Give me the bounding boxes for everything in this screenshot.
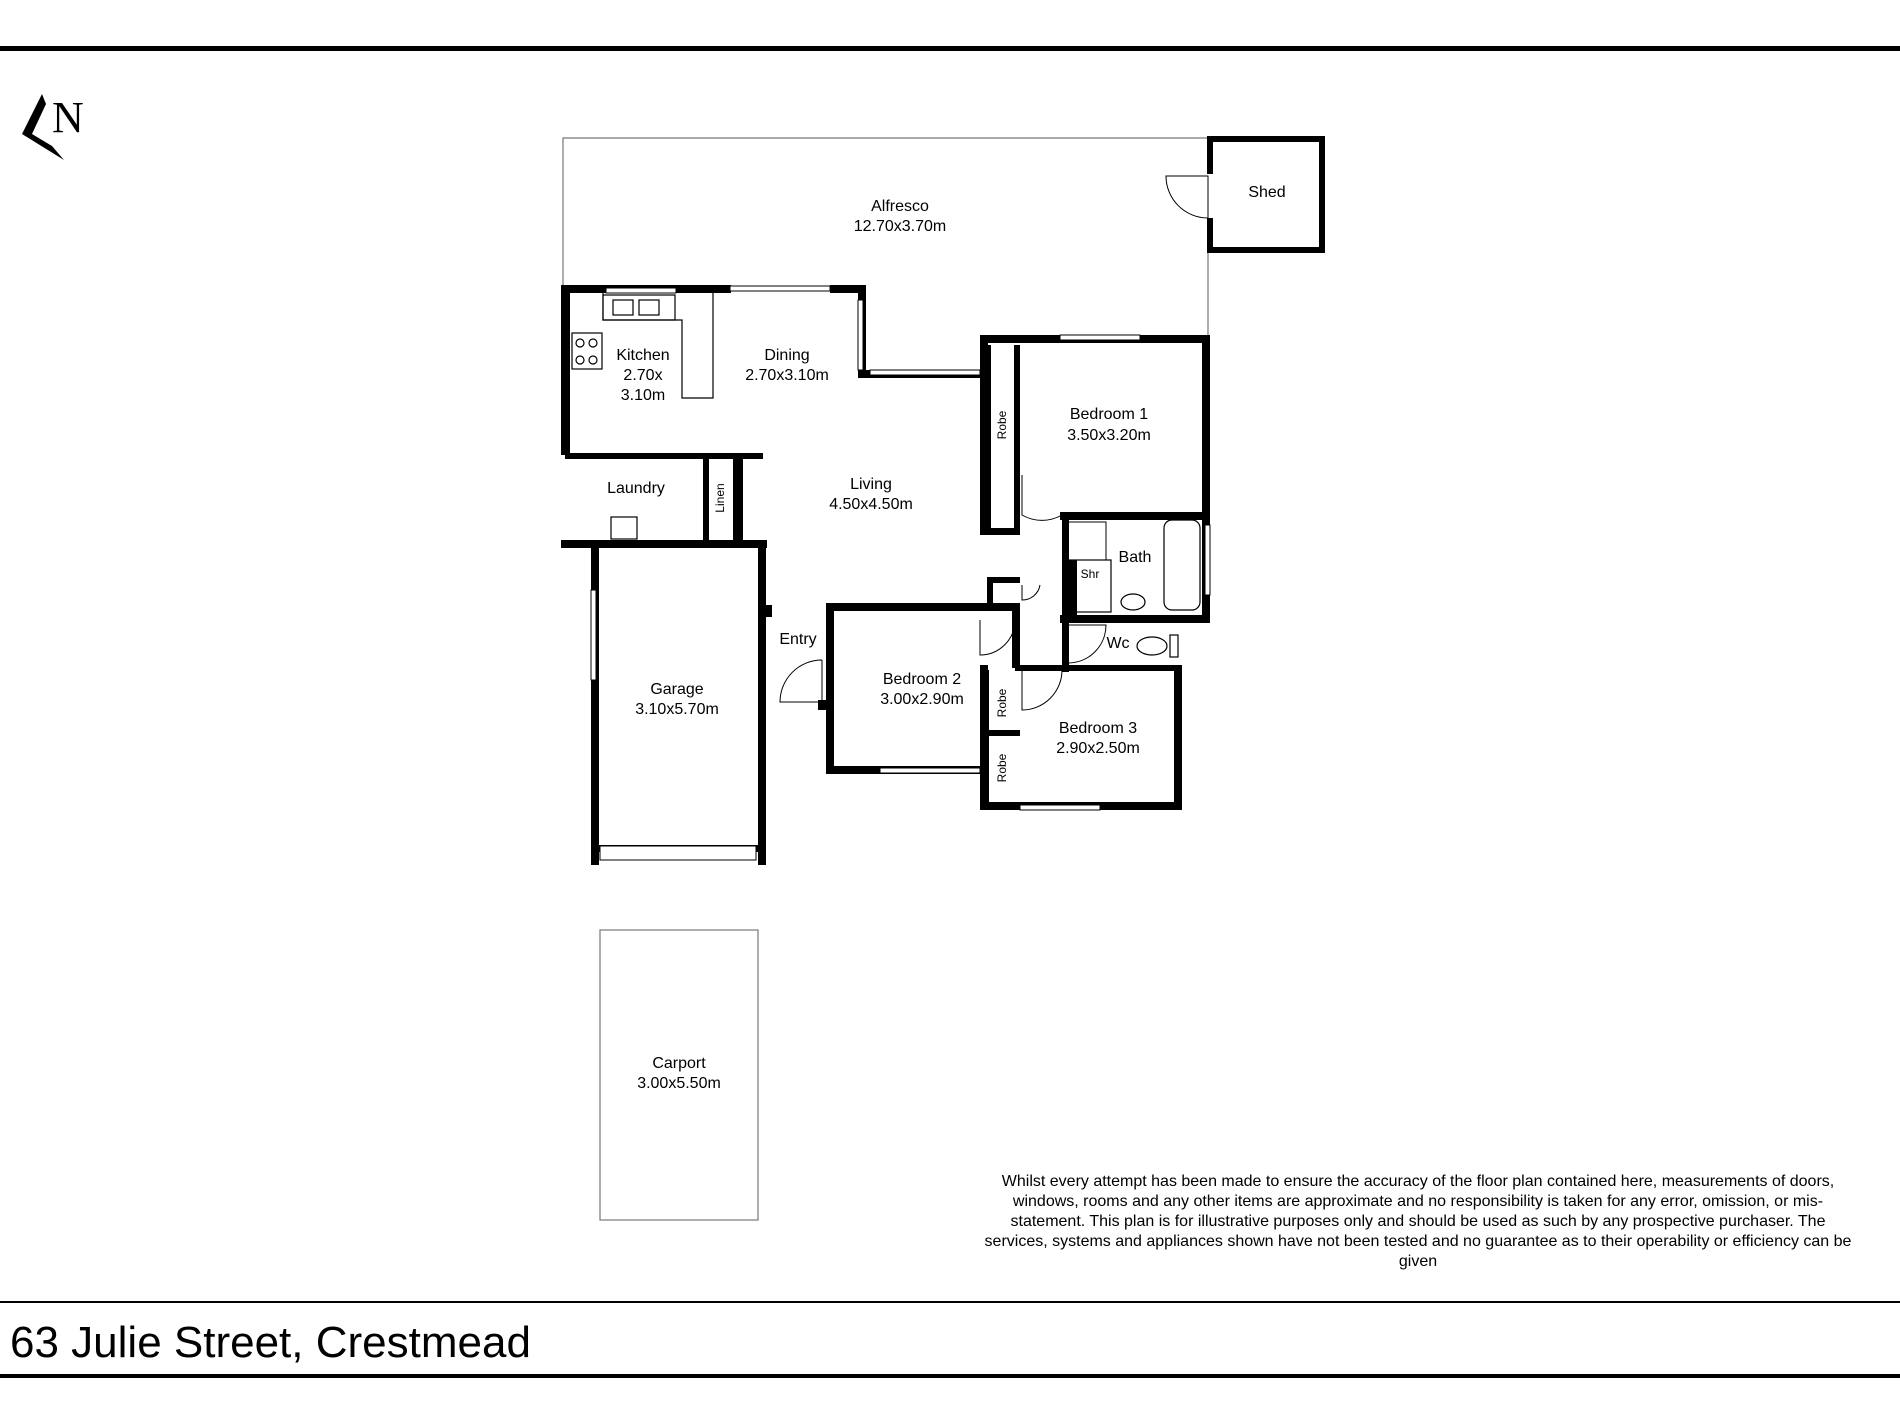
west-wall-kitchen [561, 285, 570, 455]
kitchen-bench [602, 293, 714, 399]
dining-window [729, 285, 831, 292]
east-wall [1202, 335, 1210, 621]
living-dims: 4.50x4.50m [829, 496, 913, 513]
entry-stub-2 [818, 700, 828, 710]
laundry-north-wall [565, 453, 763, 459]
bedroom3-name: Bedroom 3 [1059, 720, 1137, 737]
bedroom1-south-wall [1060, 512, 1210, 520]
bedroom2-door [979, 619, 1016, 656]
kitchen-window [605, 287, 677, 294]
laundry-name: Laundry [607, 480, 665, 497]
linen-hall-door [1021, 584, 1041, 601]
compass-icon: N [22, 93, 84, 160]
entry-stub [762, 605, 772, 617]
garage-dims: 3.10x5.70m [635, 701, 719, 718]
property-address: 63 Julie Street, Crestmead [10, 1318, 531, 1367]
shed-door [1165, 175, 1209, 219]
linen-name: Linen [713, 483, 727, 512]
bedroom3-east-wall [1174, 665, 1182, 810]
kitchen-dims-1: 2.70x [623, 367, 662, 384]
garage-west-wall [591, 540, 599, 865]
carport-outline [599, 929, 759, 1221]
shower-base [1068, 559, 1112, 613]
address-top-rule [0, 1301, 1900, 1303]
shower-name: Shr [1081, 567, 1100, 581]
garage-window [590, 589, 597, 681]
dining-south-window [869, 369, 981, 376]
bedroom2-north-wall [826, 603, 1018, 611]
sink-bowl-2 [638, 299, 660, 316]
alfresco-dims: 12.70x3.70m [854, 218, 947, 235]
bedroom2-west-wall [826, 603, 834, 773]
bedroom1-door [1021, 475, 1063, 521]
robe1-name: Robe [995, 410, 1009, 439]
kitchen-name: Kitchen [616, 347, 669, 364]
hall-stub-v [987, 577, 993, 607]
wc-south-wall [1060, 665, 1180, 671]
hall-stub [987, 577, 1020, 583]
carport-name: Carport [652, 1055, 706, 1072]
disclaimer-text: Whilst every attempt has been made to en… [984, 1173, 1852, 1270]
robe23-wall [983, 670, 989, 810]
garage-north-wall [561, 540, 767, 548]
bath-name: Bath [1119, 549, 1152, 566]
bathtub [1163, 519, 1201, 611]
basin [1120, 593, 1146, 611]
cooktop [571, 332, 603, 370]
alfresco-name: Alfresco [871, 198, 929, 215]
garage-door [599, 845, 757, 861]
laundry-linen-divider [703, 453, 709, 545]
bedroom1-west-wall [980, 335, 988, 535]
bedroom1-dims: 3.50x3.20m [1067, 427, 1151, 444]
toilet-cistern [1169, 634, 1179, 658]
dining-name: Dining [764, 347, 809, 364]
living-name: Living [850, 476, 892, 493]
robe3-name: Robe [995, 753, 1009, 782]
bedroom2-dims: 3.00x2.90m [880, 691, 964, 708]
north-compass: N [22, 92, 92, 167]
carport-dims: 3.00x5.50m [637, 1075, 721, 1092]
bedroom3-north-wall [1015, 665, 1065, 671]
wc-name: Wc [1106, 635, 1129, 652]
alfresco-outline [562, 137, 1209, 335]
shed-door-opening [1207, 174, 1214, 218]
bedroom3-window [1019, 804, 1101, 811]
north-wall-dining [830, 285, 866, 293]
robe2-name: Robe [995, 688, 1009, 717]
top-rule [0, 46, 1900, 51]
bedroom2-east-wall [1012, 603, 1020, 668]
bath-south-wall [1060, 615, 1210, 623]
toilet-bowl [1136, 636, 1168, 656]
dining-dims: 2.70x3.10m [745, 367, 829, 384]
dining-side-window [857, 299, 864, 371]
garage-name: Garage [650, 681, 703, 698]
bedroom1-window [1059, 334, 1141, 341]
shed-name: Shed [1248, 184, 1285, 201]
linen-wall [733, 453, 743, 543]
laundry-tub [610, 516, 638, 540]
compass-letter: N [52, 93, 84, 142]
robe1-south [985, 528, 1019, 535]
robe-divider [983, 730, 1020, 736]
entry-door [779, 659, 823, 703]
bottom-rule [0, 1374, 1900, 1378]
bedroom2-window [879, 767, 981, 774]
bath-door [1068, 521, 1107, 560]
wc-door [1067, 624, 1107, 664]
bedroom3-dims: 2.90x2.50m [1056, 740, 1140, 757]
robe1-wall [985, 345, 991, 535]
entry-name: Entry [779, 631, 816, 648]
bedroom1-name: Bedroom 1 [1070, 406, 1148, 423]
shower-wall [1065, 560, 1077, 615]
robe1-east [1014, 345, 1020, 535]
bedroom3-door [1021, 669, 1063, 711]
bath-window [1204, 524, 1211, 596]
kitchen-dims-2: 3.10m [621, 387, 665, 404]
garage-east-wall [758, 540, 766, 865]
sink-bowl-1 [612, 299, 634, 316]
bedroom2-name: Bedroom 2 [883, 671, 961, 688]
